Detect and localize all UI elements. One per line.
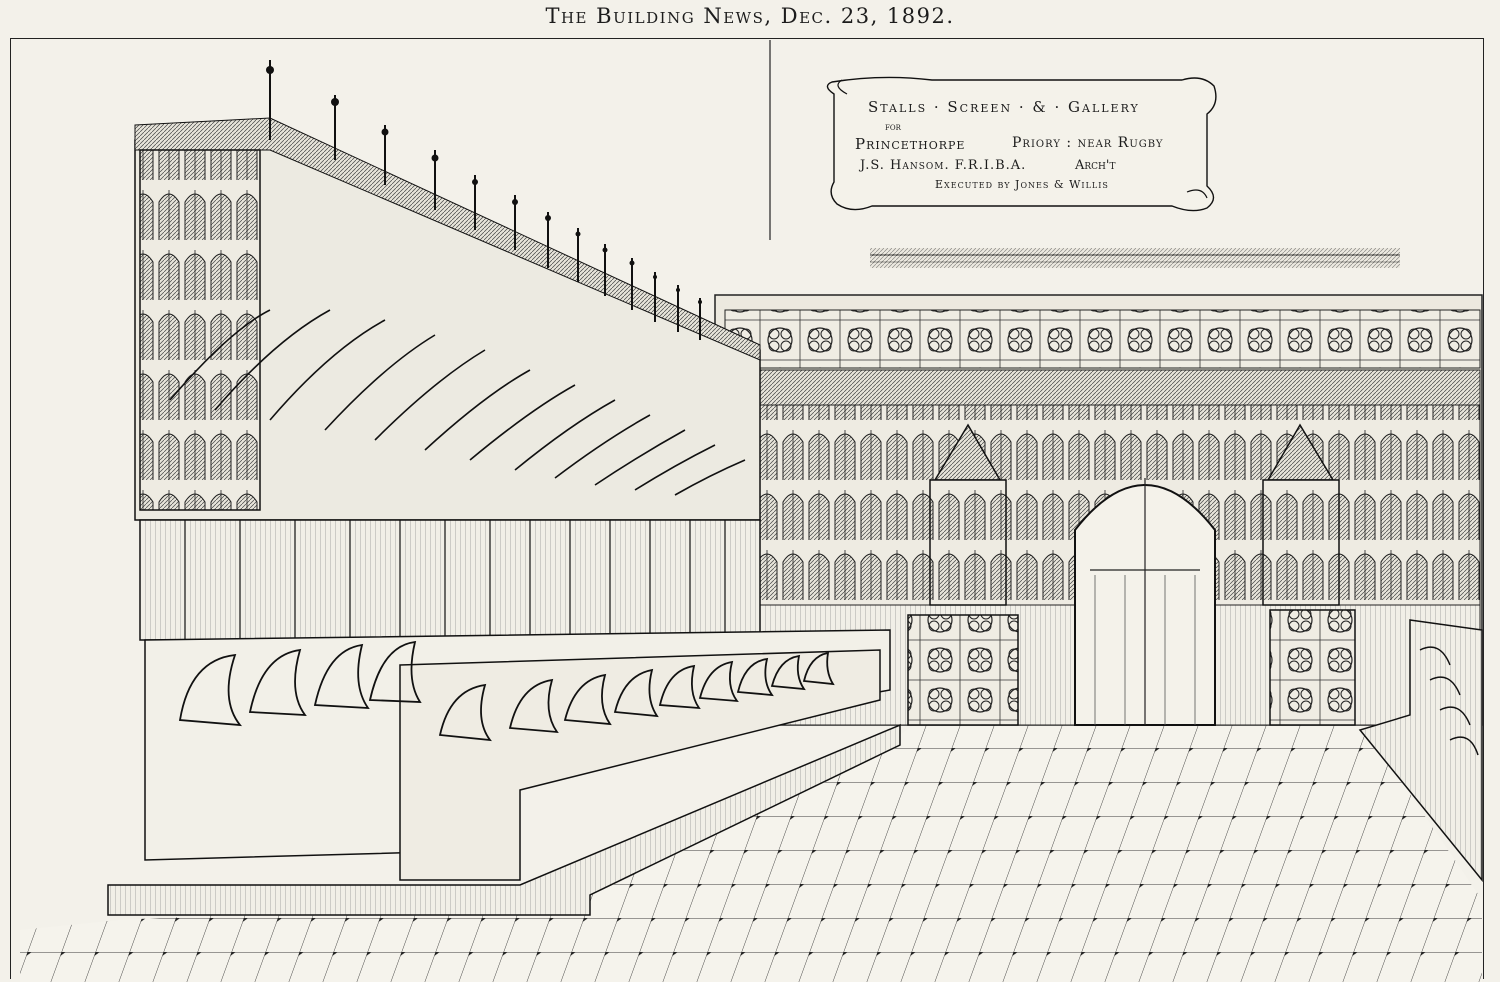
scroll-line-2: for xyxy=(885,122,901,133)
right-pulpit xyxy=(1262,423,1356,726)
scroll-line-4a: J.S. Hansom. F.R.I.B.A. xyxy=(860,158,1027,173)
title-scroll xyxy=(826,76,1217,212)
scroll-line-3b: Priory : near Rugby xyxy=(1012,135,1164,151)
scroll-line-5: Executed by Jones & Willis xyxy=(935,178,1109,191)
masthead: The Building News, Dec. 23, 1892. xyxy=(545,4,955,28)
stalls-platform xyxy=(107,723,901,916)
scroll-line-4b: Arch't xyxy=(1075,158,1116,173)
scroll-line-3a: Princethorpe xyxy=(855,135,966,153)
right-stalls xyxy=(1358,619,1483,883)
illustration-frame xyxy=(10,38,1484,979)
left-pulpit xyxy=(907,423,1019,726)
tiled-floor xyxy=(30,720,1482,982)
stalls-canopy xyxy=(134,60,761,521)
stall-panels xyxy=(139,519,761,641)
scroll-line-1: Stalls · Screen · & · Gallery xyxy=(868,98,1140,116)
